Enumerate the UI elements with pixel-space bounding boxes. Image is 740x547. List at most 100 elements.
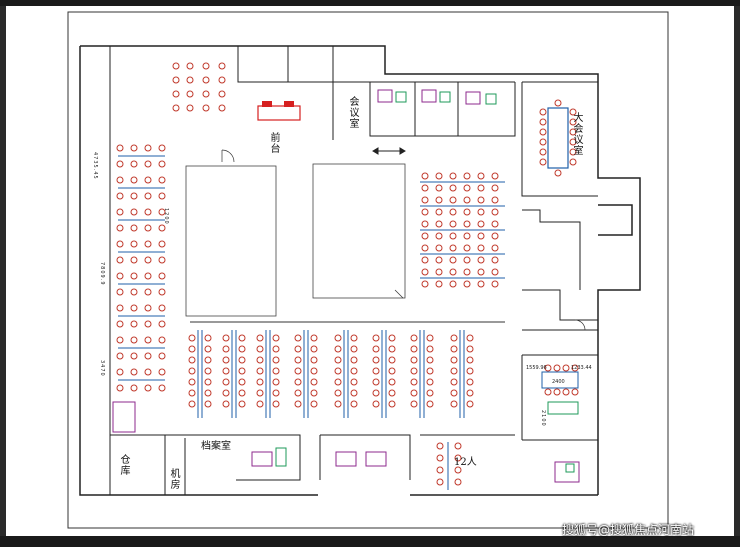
chair [130,224,138,232]
reception-label: 前台 [268,132,279,154]
chair [435,208,443,216]
chair [116,176,124,184]
chair [256,334,264,342]
chair [222,334,230,342]
bottom-black-bar [0,536,740,547]
dimension-label: 7809.9 [99,262,105,286]
chair [410,345,418,353]
chair [388,378,396,386]
chair [188,367,196,375]
chair [421,268,429,276]
warehouse-label: 仓库 [118,454,129,476]
chair [350,389,358,397]
chair [421,244,429,252]
chair [144,336,152,344]
chair [491,184,499,192]
chair [158,256,166,264]
chair [158,224,166,232]
chair [204,400,212,408]
chair [436,454,444,462]
chair [388,367,396,375]
chair [188,334,196,342]
chair [463,244,471,252]
chair [350,356,358,364]
chair [204,356,212,364]
chair [436,442,444,450]
chair [218,76,226,84]
chair [294,345,302,353]
chair [491,256,499,264]
dimension-label: 4735.45 [92,152,98,180]
chair [116,160,124,168]
chair [539,148,547,156]
chair [477,196,485,204]
chair [294,367,302,375]
chair [116,224,124,232]
chair [426,400,434,408]
chair [454,478,462,486]
chair [554,169,562,177]
chair [463,256,471,264]
chair [116,208,124,216]
chair [334,378,342,386]
chair [491,220,499,228]
chair [463,280,471,288]
chair [144,176,152,184]
chair [372,334,380,342]
chair [256,367,264,375]
chair [238,400,246,408]
chair [204,334,212,342]
chair [454,466,462,474]
chair [421,280,429,288]
chair [130,368,138,376]
chair [410,334,418,342]
chair [477,208,485,216]
chair [426,378,434,386]
chair [334,356,342,364]
chair [310,378,318,386]
chair [372,367,380,375]
chair [130,240,138,248]
chair [222,378,230,386]
chair [449,220,457,228]
chair [334,345,342,353]
chair [466,334,474,342]
chair [435,280,443,288]
chair [463,184,471,192]
chair [350,345,358,353]
chair [256,345,264,353]
interior-walls [109,46,598,495]
chair [116,336,124,344]
chair [372,400,380,408]
chair [466,400,474,408]
chair [449,232,457,240]
chair [238,345,246,353]
reception-desk [257,101,301,121]
chair [477,220,485,228]
chair [130,336,138,344]
chair [435,244,443,252]
chair [539,108,547,116]
chair [372,389,380,397]
chair [569,148,577,156]
direction-arrow [372,147,406,155]
chair [449,172,457,180]
chair [294,389,302,397]
chair [491,280,499,288]
chair [130,272,138,280]
chair [172,104,180,112]
chair [116,384,124,392]
chair [435,220,443,228]
chair [144,208,152,216]
dimension-label: 2100 [540,410,546,427]
chair [272,400,280,408]
chair [450,389,458,397]
chair [158,144,166,152]
chair [188,356,196,364]
chair [158,240,166,248]
chair [450,367,458,375]
chair [204,367,212,375]
workstation-furniture [116,62,579,490]
chair [372,356,380,364]
